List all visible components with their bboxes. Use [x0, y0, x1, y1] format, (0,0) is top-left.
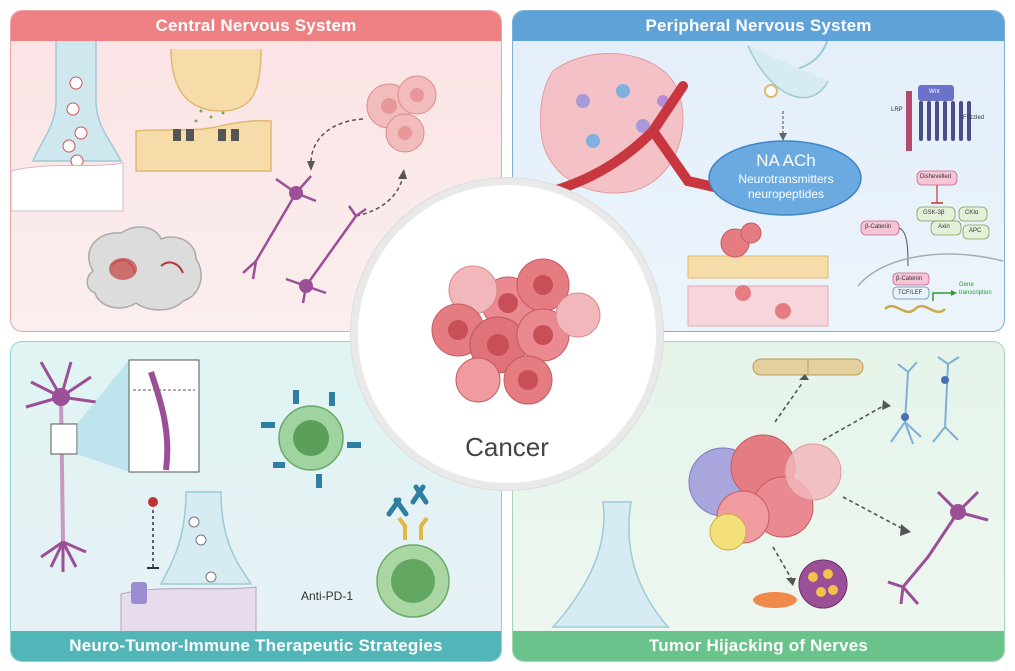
neuron-with-axon [25, 361, 97, 572]
apc-label: APC [969, 228, 982, 234]
anti-pd1-cell [376, 484, 450, 618]
cancer-center-circle [351, 178, 663, 490]
hijack-illustration [551, 356, 989, 628]
immune-illustration [25, 359, 450, 633]
dishevelled-label: Dishevelled [920, 174, 952, 180]
vascularized-tumor [540, 53, 728, 196]
wnt-pathway-diagram [857, 85, 1004, 314]
pns-header: Peripheral Nervous System [513, 11, 1004, 41]
neurotransmitter-oval [708, 140, 862, 216]
gene-label: Gene [959, 282, 974, 288]
neurotransmitter-label: NA ACh [756, 151, 816, 170]
wnt-label: Wnt [929, 89, 940, 95]
lrp-label: LRP [891, 107, 903, 113]
purple-neuron [887, 490, 989, 605]
presynaptic-terminal [11, 11, 124, 212]
cns-illustration [11, 11, 437, 311]
immune-header: Neuro-Tumor-Immune Therapeutic Strategie… [11, 631, 501, 661]
panel-peripheral-nervous-system: NA ACh Neurotransmitters neuropeptides L… [512, 10, 1005, 332]
immune-cell-antibodies [261, 390, 361, 488]
hijacking-tumor [688, 434, 842, 551]
synapse-receptors [135, 48, 272, 172]
panel-central-nervous-system: Central Nervous System [10, 10, 502, 332]
cns-tumor-cells [366, 75, 437, 153]
gsk3b-label: GSK-3β [923, 210, 945, 216]
tcf-lef-label: TCF/LEF [898, 290, 923, 296]
anti-pd1-label: Anti-PD-1 [301, 589, 354, 603]
beta-catenin-nucleus-label: β-Catenin [896, 276, 923, 282]
brain-icon [86, 226, 202, 311]
axin-label: Axin [938, 224, 950, 230]
neurotransmitters-label: Neurotransmitters [738, 172, 834, 186]
neuropeptides-label: neuropeptides [747, 187, 825, 201]
blue-neurons [890, 356, 960, 445]
pns-illustration [540, 11, 1004, 327]
cns-neurons [242, 175, 367, 304]
transcription-label: transcription [959, 290, 992, 296]
cancer-label: Cancer [465, 432, 549, 462]
cancer-cells-cluster [431, 258, 601, 405]
beta-catenin-cytoplasm-label: β-Catenin [865, 224, 892, 230]
frizzled-label: Frizzled [963, 115, 985, 121]
ck1a-label: CKIα [965, 210, 979, 216]
cns-header: Central Nervous System [11, 11, 501, 41]
hijack-header: Tumor Hijacking of Nerves [513, 631, 1004, 661]
